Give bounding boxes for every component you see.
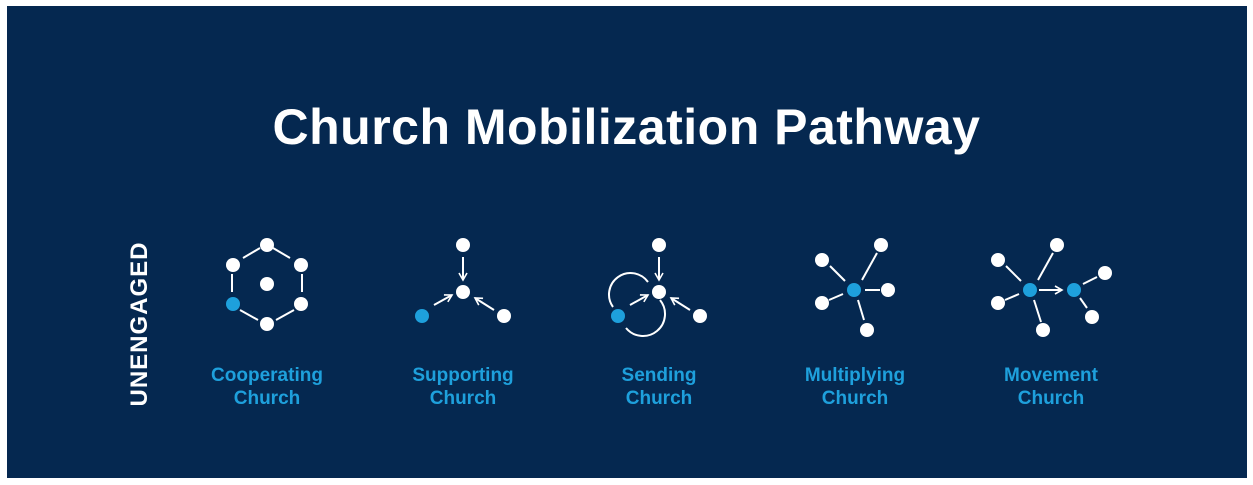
stage-label-cooperating: Cooperating Church (177, 364, 357, 410)
stage-label-line2: Church (625, 388, 693, 409)
stage-label-sending: Sending Church (569, 364, 749, 410)
stage-label-movement: Movement Church (961, 364, 1141, 410)
stage-label-line1: Supporting (412, 365, 514, 386)
hub-network-icon (815, 238, 895, 337)
stage-label-line2: Church (429, 388, 497, 409)
stage-label-multiplying: Multiplying Church (765, 364, 945, 410)
stage-label-line2: Church (821, 388, 889, 409)
stage-label-line1: Movement (1004, 365, 1098, 386)
circle-of-nodes-icon (226, 238, 308, 331)
converging-arrows-icon (415, 238, 511, 323)
stage-label-line2: Church (1017, 388, 1085, 409)
stage-label-line2: Church (233, 388, 301, 409)
sending-cycle-icon (608, 238, 707, 338)
page-title: Church Mobilization Pathway (272, 99, 981, 155)
stage-label-line1: Multiplying (804, 365, 906, 386)
stage-label-supporting: Supporting Church (373, 364, 553, 410)
linked-hubs-icon (991, 238, 1112, 337)
banner-background (7, 6, 1247, 478)
stage-label-line1: Sending (621, 365, 697, 386)
stage-label-line1: Cooperating (211, 365, 323, 386)
